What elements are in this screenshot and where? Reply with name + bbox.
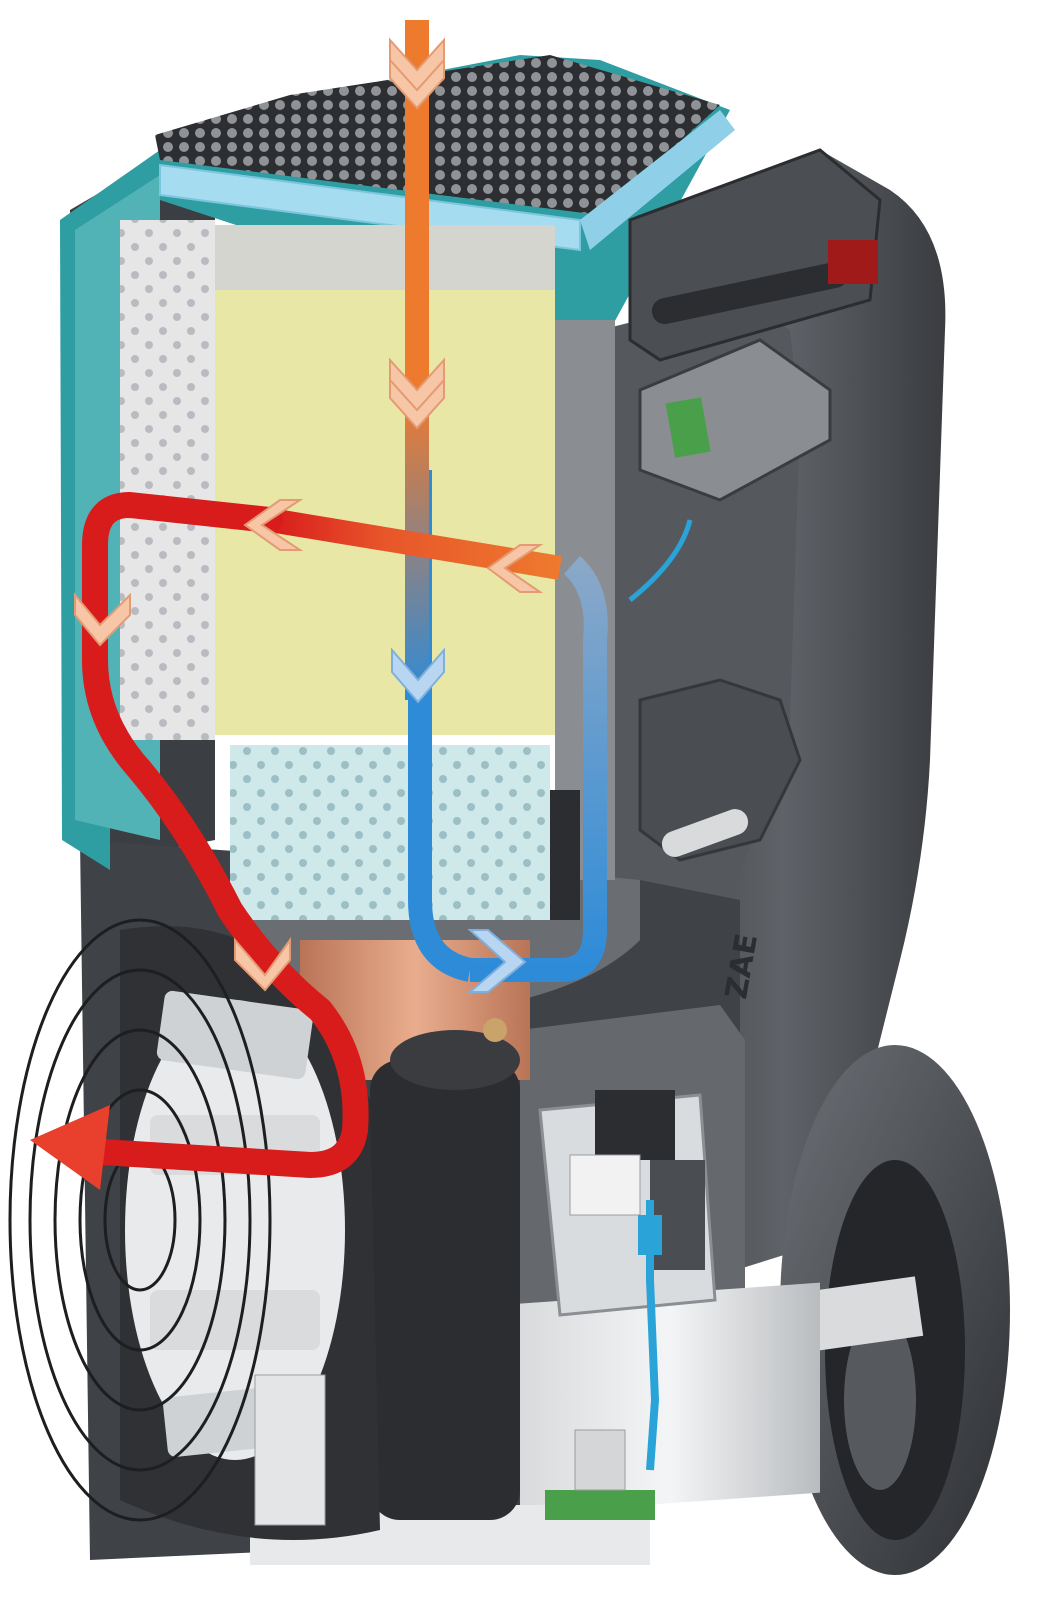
contactor bbox=[595, 1090, 675, 1160]
intake-filter-side bbox=[580, 110, 735, 250]
compressor-body bbox=[370, 1060, 520, 1520]
exhaust-arrowhead bbox=[30, 1105, 110, 1190]
chevron-dry-out bbox=[467, 929, 527, 993]
chevrons-warm bbox=[74, 37, 544, 992]
compressor-assembly bbox=[300, 940, 530, 1520]
chevron-regen-right bbox=[486, 544, 544, 593]
perforated-plate-left bbox=[120, 220, 215, 740]
airflow-arrows bbox=[30, 20, 608, 1190]
dry-air-down-channel bbox=[408, 470, 473, 982]
sorption-rotor bbox=[215, 225, 555, 735]
chevrons-cool bbox=[391, 647, 527, 993]
relay-block bbox=[574, 1429, 626, 1491]
teal-frame-outer bbox=[60, 55, 730, 870]
pivot-rod bbox=[661, 809, 749, 857]
chevron-dry-down bbox=[391, 647, 445, 704]
switch-housing bbox=[638, 338, 832, 502]
fan-blade-3 bbox=[150, 1290, 320, 1350]
chevron-inlet-top-2 bbox=[389, 57, 445, 110]
hinge-bar bbox=[651, 261, 849, 325]
perforated-plate-bottom bbox=[230, 745, 550, 920]
fan-guard bbox=[8, 918, 272, 1522]
chevron-inlet-mid-2 bbox=[389, 377, 445, 430]
pcb-board bbox=[545, 1490, 655, 1520]
fan-blade-1 bbox=[156, 990, 314, 1080]
red-connector bbox=[828, 240, 878, 284]
lower-electronics bbox=[250, 1090, 820, 1565]
wheel-hub bbox=[844, 1310, 916, 1490]
process-air-inlet bbox=[405, 20, 429, 700]
upper-mechanism bbox=[628, 148, 882, 857]
fan-motor-mount bbox=[254, 1374, 326, 1526]
terminal-block bbox=[569, 1154, 641, 1216]
intake-grille bbox=[155, 55, 720, 215]
housing-side-ridge bbox=[638, 678, 802, 862]
lower-metal-box bbox=[520, 1282, 820, 1514]
chevron-exhaust-lower bbox=[234, 936, 291, 992]
compressor-fitting bbox=[483, 1018, 507, 1042]
compressor-top bbox=[390, 1030, 520, 1090]
rotor-top-lamella bbox=[215, 225, 555, 290]
chevron-exhaust-left bbox=[74, 592, 131, 647]
dry-air-loop bbox=[470, 556, 608, 982]
plate-bottom-edge bbox=[550, 790, 580, 920]
switch-pcb bbox=[665, 397, 711, 458]
chevron-regen-left bbox=[243, 499, 304, 551]
network-connector bbox=[638, 1215, 662, 1255]
exhaust-air bbox=[57, 492, 369, 1178]
exhaust-fan bbox=[8, 918, 380, 1540]
blue-sensor-wire bbox=[628, 519, 693, 602]
